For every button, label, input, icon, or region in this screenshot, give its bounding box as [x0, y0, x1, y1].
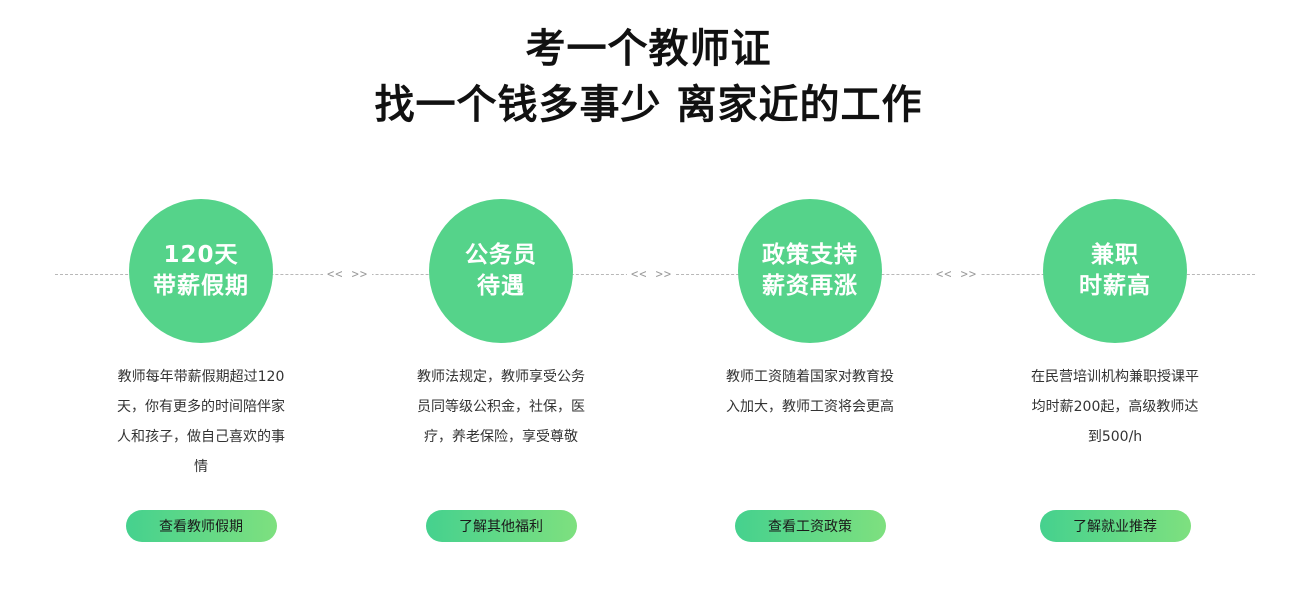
card-title-line-1: 政策支持 [762, 242, 858, 268]
learn-other-benefits-button[interactable]: 了解其他福利 [425, 510, 577, 542]
connector-arrows-2: << >> [627, 265, 677, 283]
headline-line-1: 考一个教师证 [525, 26, 772, 72]
card-title-line-1: 公务员 [465, 242, 537, 268]
card-civil-servant-benefits: 公务员 待遇 教师法规定，教师享受公务员同等级公积金，社保，医疗，养老保险，享受… [381, 199, 621, 542]
connector-arrows-1: << >> [323, 265, 373, 283]
card-description: 在民营培训机构兼职授课平均时薪200起，高级教师达到500/h [1031, 369, 1199, 445]
card-title-line-2: 时薪高 [1079, 273, 1151, 299]
view-salary-policy-button[interactable]: 查看工资政策 [734, 510, 886, 542]
card-description: 教师每年带薪假期超过120天，你有更多的时间陪伴家人和孩子，做自己喜欢的事情 [117, 369, 285, 475]
card-circle: 兼职 时薪高 [1043, 199, 1187, 343]
card-title-line-1: 120天 [163, 242, 239, 268]
card-circle: 政策支持 薪资再涨 [738, 199, 882, 343]
headline-line-2: 找一个钱多事少 离家近的工作 [374, 82, 923, 128]
card-title-line-2: 带薪假期 [153, 273, 249, 299]
card-title-line-1: 兼职 [1091, 242, 1139, 268]
card-circle: 公务员 待遇 [429, 199, 573, 343]
card-circle: 120天 带薪假期 [129, 199, 273, 343]
card-title-line-2: 薪资再涨 [762, 273, 858, 299]
card-title-line-2: 待遇 [477, 273, 525, 299]
headline: 考一个教师证 找一个钱多事少 离家近的工作 [0, 22, 1297, 134]
card-part-time-pay: 兼职 时薪高 在民营培训机构兼职授课平均时薪200起，高级教师达到500/h 了… [995, 199, 1235, 542]
view-teacher-vacation-button[interactable]: 查看教师假期 [125, 510, 277, 542]
card-description: 教师工资随着国家对教育投入加大，教师工资将会更高 [726, 369, 894, 415]
card-description: 教师法规定，教师享受公务员同等级公积金，社保，医疗，养老保险，享受尊敬 [417, 369, 585, 445]
card-paid-vacation: 120天 带薪假期 教师每年带薪假期超过120天，你有更多的时间陪伴家人和孩子，… [81, 199, 321, 542]
card-policy-support: 政策支持 薪资再涨 教师工资随着国家对教育投入加大，教师工资将会更高 查看工资政… [690, 199, 930, 542]
connector-arrows-3: << >> [932, 265, 982, 283]
learn-job-recommendations-button[interactable]: 了解就业推荐 [1039, 510, 1191, 542]
